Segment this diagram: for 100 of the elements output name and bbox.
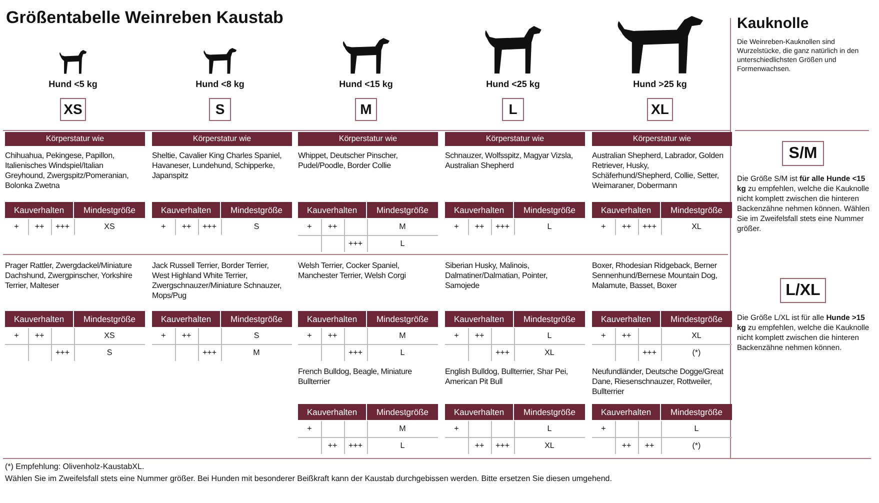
column-header: Kauverhalten (445, 404, 513, 420)
size-value: L (693, 423, 700, 435)
rating-mark: + (453, 423, 460, 435)
breed-list: French Bulldog, Beagle, Miniature Bullterrier (298, 367, 434, 387)
rating-mark: ++ (474, 440, 486, 452)
rating-mark: + (306, 423, 313, 435)
size-value: L (399, 347, 406, 359)
rating-mark: ++ (474, 221, 486, 233)
breed-list: English Bulldog, Bullterrier, Shar Pei, American Pit Bull (445, 367, 581, 387)
rating-mark: + (13, 221, 20, 233)
column-header: Mindestgröße (661, 404, 732, 420)
rating-mark: ++ (644, 440, 656, 452)
column-header: Mindestgröße (661, 311, 732, 327)
breed-list: Siberian Husky, Malinois, Dalmatiner/Dalmatian, Pointer, Samojede (445, 261, 581, 291)
size-value: L (546, 423, 553, 435)
size-value: XS (103, 221, 116, 233)
rating-mark: +++ (347, 238, 364, 250)
rating-mark: + (306, 330, 313, 342)
size-value: XL (690, 221, 702, 233)
size-value: M (398, 221, 407, 233)
section-header-bar: Körperstatur wie (592, 132, 732, 146)
rating-mark: +++ (201, 347, 218, 359)
size-value: (*) (691, 347, 702, 359)
size-value: L (399, 238, 406, 250)
breed-list: Whippet, Deutscher Pinscher, Pudel/Poodle, Border Collie (298, 151, 434, 171)
column-header: Kauverhalten (5, 202, 73, 218)
column-header: Mindestgröße (514, 404, 585, 420)
section-header-bar: Körperstatur wie (445, 132, 585, 146)
rating-mark: +++ (347, 347, 364, 359)
breed-list: Prager Rattler, Zwergdackel/Miniature Dachshund, Zwergpinscher, Yorkshire Terrier, Malteser (5, 261, 141, 291)
weight-label: Hund <15 kg (338, 79, 394, 91)
rating-mark: + (453, 330, 460, 342)
rating-mark: ++ (620, 440, 632, 452)
column-header: Kauverhalten (445, 311, 513, 327)
size-badge: S (209, 98, 231, 121)
column-header: Kauverhalten (152, 311, 220, 327)
rating-mark: ++ (620, 221, 632, 233)
rating-mark: ++ (474, 330, 486, 342)
rating-mark: +++ (494, 221, 510, 233)
section-header-bar: Körperstatur wie (298, 132, 438, 146)
rating-mark: +++ (54, 221, 70, 233)
rating-mark: + (600, 330, 607, 342)
footnote-text: (*) Empfehlung: Olivenholz-KaustabXL. (5, 462, 146, 473)
rating-mark: + (600, 423, 607, 435)
size-value: L (546, 221, 553, 233)
rating-mark: + (306, 221, 313, 233)
size-value: XS (103, 330, 116, 342)
column-header: Kauverhalten (592, 202, 660, 218)
column-header: Mindestgröße (221, 311, 292, 327)
rating-mark: +++ (494, 440, 510, 452)
rating-mark: ++ (34, 330, 46, 342)
breed-list: Chihuahua, Pekingese, Papillon, Italienisches Windspiel/Italian Greyhound, Zwergspitz/Pomeranian, Bolonka Zwetna (5, 151, 141, 191)
size-value: XL (690, 330, 702, 342)
weight-label: Hund <25 kg (485, 79, 541, 91)
breed-list: Jack Russell Terrier, Border Terrier, West Highland White Terrier, Zwergschnauzer/Miniature Schnauzer, Mops/Pug (152, 261, 288, 301)
column-header: Mindestgröße (367, 202, 438, 218)
rating-mark: +++ (54, 347, 70, 359)
rating-mark: +++ (641, 347, 658, 359)
size-value: M (252, 347, 261, 359)
section-header-bar: Körperstatur wie (5, 132, 145, 146)
column-header: Mindestgröße (514, 311, 585, 327)
column-header: Kauverhalten (298, 404, 366, 420)
size-value: XL (544, 347, 556, 359)
rating-mark: +++ (641, 221, 658, 233)
rating-mark: ++ (326, 221, 338, 233)
rating-mark: ++ (180, 330, 192, 342)
size-value: S (106, 347, 114, 359)
column-header: Kauverhalten (592, 311, 660, 327)
breed-list: Sheltie, Cavalier King Charles Spaniel, Havaneser, Lundehund, Schipperke, Japanspitz (152, 151, 288, 181)
column-header: Mindestgröße (74, 202, 145, 218)
size-badge: S/M (782, 141, 824, 166)
size-value: S (252, 221, 260, 233)
size-value: L (546, 330, 553, 342)
column-header: Mindestgröße (367, 404, 438, 420)
breed-list: Boxer, Rhodesian Ridgeback, Berner Sennenhund/Bernese Mountain Dog, Malamute, Basset, Boxer (592, 261, 728, 291)
footnote-text: Wählen Sie im Zweifelsfall stets eine Nummer größer. Bei Hunden mit besonderer Beißkraft kann der Kaustab durchgebissen werden. Bitte ersetzen Sie diesen umgehend. (5, 474, 613, 485)
size-badge: L (502, 98, 524, 121)
breed-list: Schnauzer, Wolfsspitz, Magyar Vizsla, Australian Shepherd (445, 151, 581, 171)
rating-mark: ++ (620, 330, 632, 342)
rating-mark: + (13, 330, 20, 342)
size-value: L (399, 440, 406, 452)
rating-mark: ++ (326, 330, 338, 342)
breed-list: Australian Shepherd, Labrador, Golden Retriever, Husky, Schäferhund/Shepherd, Collie, Setter, Weimaraner, Dobermann (592, 151, 728, 191)
column-header: Kauverhalten (298, 202, 366, 218)
panel-heading: Kauknolle (737, 15, 810, 34)
size-value: XL (544, 440, 556, 452)
size-badge: XL (647, 98, 673, 121)
rating-mark: + (600, 221, 607, 233)
size-value: M (398, 330, 407, 342)
column-header: Kauverhalten (592, 404, 660, 420)
weight-label: Hund <5 kg (48, 79, 98, 91)
rating-mark: +++ (494, 347, 510, 359)
column-header: Kauverhalten (298, 311, 366, 327)
size-value: (*) (691, 440, 702, 452)
rating-mark: ++ (34, 221, 46, 233)
size-badge: L/XL (780, 278, 826, 303)
weight-label: Hund >25 kg (632, 79, 688, 91)
rating-mark: + (160, 221, 167, 233)
diagram-title: Größentabelle Weinreben Kaustab (6, 8, 284, 28)
size-badge: XS (60, 98, 86, 121)
